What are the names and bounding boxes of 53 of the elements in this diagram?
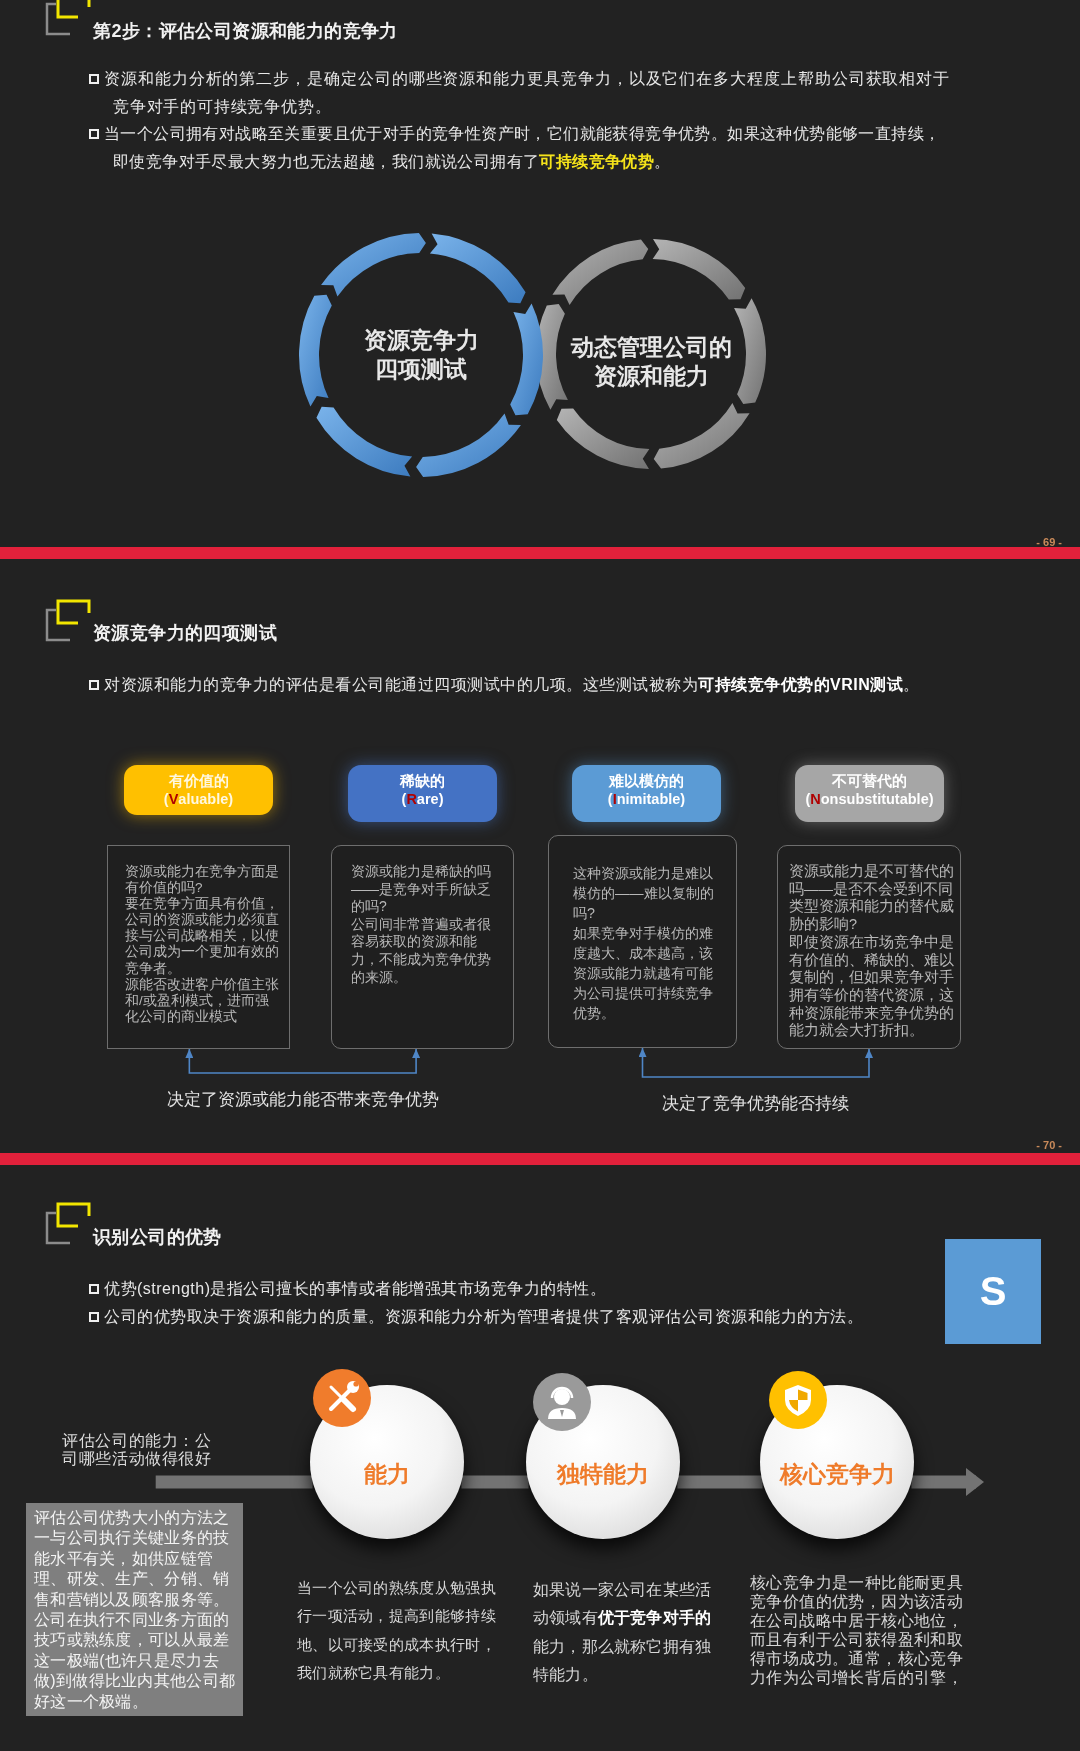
box-text: 资源或能力在竞争方面是有价值的吗? <box>125 864 279 896</box>
slide-title: 第2步：评估公司资源和能力的竞争力 <box>93 20 398 42</box>
panel-text: 评估公司优势大小的方法之一与公司执行关键业务的技能水平有关，如供应链管理、研发、生产、分销、销售和营销以及顾客服务等。 <box>34 1508 231 1610</box>
text-box <box>331 845 514 1049</box>
box-text: 即使资源在市场竞争中是有价值的、稀缺的、难以复制的，但如果竞争对手拥有等价的替代资源，这种资源能带来竞争优势的能力就会大打折扣。 <box>789 933 954 1041</box>
box-text: 源能否改进客户价值主张和/或盈利模式，进而强化公司的商业模式 <box>125 976 279 1025</box>
pill-title: 稀缺的 <box>400 772 445 790</box>
text-box <box>107 845 290 1049</box>
pill-subtitle: (Inimitable) <box>607 790 686 808</box>
caption-text: 核心竞争力是一种比能耐更具竞争价值的优势，因为该活动在公司战略中居于核心地位，而且有利于公司获得盈利和取得市场成功。通常，核心竞争力作为公司增长背后的引擎， <box>750 1573 965 1687</box>
letter-tile: S <box>945 1239 1041 1344</box>
pill <box>348 765 497 822</box>
text-box <box>777 845 961 1049</box>
box-text: 如果竞争对手模仿的难度越大、成本越高，该资源或能力就越有可能为公司提供可持续竞争优势。 <box>573 924 714 1023</box>
text-panel <box>26 1503 243 1716</box>
caption-text: 评估公司的能力：公司哪些活动做得很好 <box>59 1432 215 1469</box>
pill-title: 有价值的 <box>168 772 229 790</box>
caption-text: 当一个公司的熟练度从勉强执行一项活动，提高到能够持续地、以可接受的成本执行时，我们就称它具有能力。 <box>297 1578 497 1684</box>
pill <box>795 765 944 822</box>
caption-text: 如果说一家公司在某些活动领域有优于竞争对手的能力，那么就称它拥有独特能力。 <box>533 1580 713 1686</box>
bracket-arrow <box>638 1047 873 1078</box>
circle-title: 能力 <box>363 1460 411 1488</box>
box-text: 资源或能力是稀缺的吗——是竞争对手所缺乏的吗? <box>351 863 492 916</box>
bullet-text: 对资源和能力的竞争力的评估是看公司能通过四项测试中的几项。这些测试被称为可持续竞争优势的VRIN测试。 <box>104 675 920 695</box>
page-number: - 69 - <box>1036 535 1062 549</box>
pill-title: 难以模仿的 <box>609 772 684 790</box>
ring-label: 动态管理公司的资源和能力 <box>569 333 733 391</box>
pill-subtitle: (Nonsubstitutable) <box>805 790 934 808</box>
pill-subtitle: (Rare) <box>401 790 444 808</box>
bullet-text: 当一个公司拥有对战略至关重要且优于对手的竞争性资产时，它们就能获得竞争优势。如果这种优势能够一直持续，即使竞争对手尽最大努力也无法超越，我们就说公司拥有了可持续竞争优势。 <box>104 124 942 172</box>
arrow-band <box>911 1468 984 1496</box>
pill <box>572 765 721 822</box>
bullet-text: 资源和能力分析的第二步，是确定公司的哪些资源和能力更具竞争力，以及它们在多大程度上帮助公司获取相对于竞争对手的可持续竞争优势。 <box>104 69 950 117</box>
ring-label: 资源竞争力四项测试 <box>362 326 480 384</box>
slide-title: 识别公司的优势 <box>93 1226 222 1248</box>
box-text: 公司间非常普遍或者很容易获取的资源和能力，不能成为竞争优势的来源。 <box>351 915 492 987</box>
text-box <box>548 835 737 1048</box>
circle-title: 独特能力 <box>555 1460 650 1488</box>
slide-title: 资源竞争力的四项测试 <box>93 622 277 644</box>
page-number: - 70 - <box>1036 1138 1062 1152</box>
bullet-text: 公司的优势取决于资源和能力的质量。资源和能力分析为管理者提供了客观评估公司资源和能力的方法。 <box>104 1307 863 1327</box>
box-text: 这种资源或能力是难以模仿的——难以复制的吗? <box>573 864 715 923</box>
panel-text: 公司在执行不同业务方面的技巧或熟练度，可以从最差这一极端(也许只是尽力去做)到做得比业内其他公司都好这一个极端。 <box>34 1610 237 1712</box>
box-text: 要在竞争方面具有价值，公司的资源或能力必须直接与公司战略相关，以使公司成为一个更加有效的竞争者。 <box>125 896 279 977</box>
circle-title: 核心竞争力 <box>778 1460 896 1488</box>
bullet-text: 优势(strength)是指公司擅长的事情或者能增强其市场竞争力的特性。 <box>104 1279 607 1299</box>
pill-title: 不可替代的 <box>832 772 907 790</box>
edge-label: 决定了资源或能力能否带来竞争优势 <box>166 1089 439 1109</box>
edge-label: 决定了竞争优势能否持续 <box>662 1093 850 1113</box>
box-text: 资源或能力是不可替代的吗——是否不会受到不同类型资源和能力的替代威胁的影响? <box>789 863 954 934</box>
bracket-arrow <box>185 1048 421 1074</box>
pill-subtitle: (Valuable) <box>163 790 234 808</box>
pill <box>124 765 273 815</box>
